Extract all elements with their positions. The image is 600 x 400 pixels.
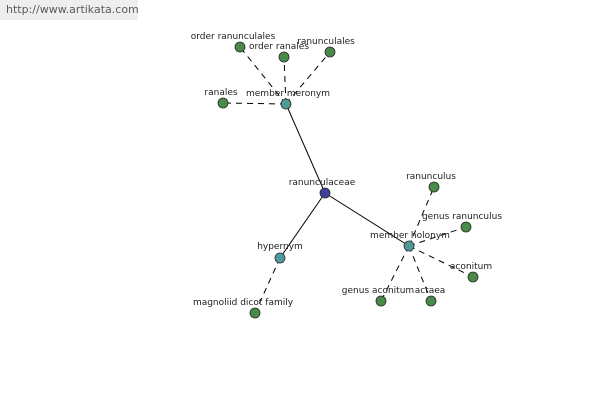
label-ranunculales: ranunculales (297, 37, 355, 47)
node-ranunculaceae[interactable] (319, 187, 331, 199)
node-aconitum[interactable] (467, 271, 479, 283)
node-member-meronym[interactable] (280, 98, 292, 110)
label-genus-aconitum: genus aconitum (342, 286, 414, 296)
label-order-ranales: order ranales (249, 42, 309, 52)
node-ranales[interactable] (217, 97, 229, 109)
edge-holonym-aconitum (408, 245, 474, 278)
node-hypernym[interactable] (274, 252, 286, 264)
edge-meronym-ranunculales (285, 51, 331, 105)
edge-center-hypernym (279, 192, 326, 259)
label-aconitum: aconitum (450, 262, 492, 272)
node-member-holonym[interactable] (403, 240, 415, 252)
label-actaea: actaea (415, 286, 446, 296)
label-member-meronym: member meronym (246, 89, 330, 99)
node-ranunculus[interactable] (428, 181, 440, 193)
label-genus-ranunculus: genus ranunculus (422, 212, 502, 222)
node-actaea[interactable] (425, 295, 437, 307)
node-genus-ranunculus[interactable] (460, 221, 472, 233)
edge-meronym-ranales (222, 102, 287, 105)
watermark-url: http://www.artikata.com (0, 0, 139, 20)
node-genus-aconitum[interactable] (375, 295, 387, 307)
node-order-ranales[interactable] (278, 51, 290, 63)
edge-center-meronym (285, 103, 326, 194)
node-ranunculales[interactable] (324, 46, 336, 58)
edge-meronym-order-ranales (283, 56, 287, 105)
label-order-ranunculales: order ranunculales (191, 32, 276, 42)
label-ranunculaceae: ranunculaceae (289, 178, 356, 188)
label-member-holonym: member holonym (370, 231, 450, 241)
label-magnoliid-dicot-family: magnoliid dicot family (193, 298, 294, 308)
edge-meronym-order-ranunculales (239, 46, 287, 105)
edge-holonym-actaea (408, 245, 432, 302)
label-ranunculus: ranunculus (406, 172, 456, 182)
node-order-ranunculales[interactable] (234, 41, 246, 53)
label-hypernym: hypernym (257, 242, 303, 252)
label-ranales: ranales (204, 88, 237, 98)
node-magnoliid-dicot-family[interactable] (249, 307, 261, 319)
edge-center-holonym (324, 192, 410, 247)
